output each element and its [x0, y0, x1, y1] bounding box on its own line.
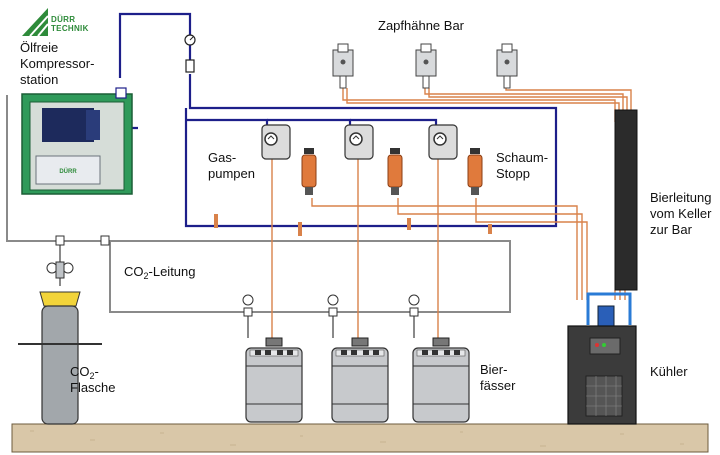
keg-co2-gauge-3	[408, 294, 420, 317]
tap-3	[496, 43, 518, 89]
kegs	[242, 294, 470, 423]
label-co2-bottle-suffix: - Flasche	[70, 364, 116, 395]
beer-line-tap-3	[505, 88, 632, 122]
air-line-top	[118, 12, 192, 78]
cooler-indicator-red	[595, 343, 599, 347]
keg-coupler	[265, 337, 283, 347]
foam-stop-1	[301, 148, 317, 195]
brand-line-1: DÜRR	[51, 15, 76, 24]
label-foam-stop: Schaum- Stopp	[496, 150, 549, 181]
cooler	[567, 292, 637, 425]
beer-line-pump-1	[311, 198, 578, 300]
co2-pressure-regulator	[46, 261, 74, 279]
beer-line-tap-2b	[428, 88, 628, 122]
co2-valves	[55, 235, 110, 246]
beer-line-tap-1a	[342, 88, 616, 122]
compressor-motor	[42, 108, 94, 142]
beer-line-tap-2a	[424, 88, 624, 122]
label-co2-line: CO2-Leitung	[124, 264, 196, 281]
gas-pump-2	[344, 124, 374, 160]
beer-line-pump-3	[475, 198, 588, 300]
label-co2-bottle-prefix: CO	[70, 364, 90, 379]
keg-co2-gauge-2	[327, 294, 339, 317]
label-co2-line-suffix: -Leitung	[148, 264, 196, 279]
cooler-link	[586, 292, 632, 325]
beer-line-markers	[214, 214, 492, 236]
brand-line-2: TECHNIK	[51, 24, 89, 33]
tap-2	[415, 43, 437, 89]
compressor-badge: DÜRR	[59, 168, 77, 175]
beer-line-duct	[614, 109, 638, 291]
beer-line-pump-2	[397, 198, 583, 300]
label-beer-line: Bierleitung vom Keller zur Bar	[650, 190, 712, 237]
air-feed-pump-1	[186, 118, 269, 140]
tap-1	[332, 43, 354, 89]
floor	[11, 423, 709, 453]
co2-cylinder	[41, 305, 79, 425]
label-co2-line-sub: 2	[143, 271, 149, 281]
keg-1	[245, 337, 303, 423]
duerr-technik-logo	[22, 8, 49, 37]
air-lines	[116, 12, 558, 228]
foam-stop-2	[387, 148, 403, 195]
co2-bottle	[18, 261, 102, 425]
compressor-outlet-valve	[115, 87, 127, 99]
label-cooler: Kühler	[650, 364, 688, 379]
keg-3	[412, 337, 470, 423]
label-barrels: Bier- fässer	[480, 362, 516, 393]
gas-pump-1	[261, 124, 291, 160]
air-line-pump-loop	[184, 74, 558, 228]
label-co2-bottle-sub: 2	[89, 371, 95, 381]
keg-coupler	[432, 337, 450, 347]
label-co2-bottle: CO2- Flasche	[70, 364, 116, 396]
air-regulator	[185, 59, 195, 73]
beer-line-tap-1b	[346, 88, 620, 122]
cooler-indicator-green	[602, 343, 606, 347]
label-compressor-station: Ölfreie Kompressor- station	[20, 40, 95, 87]
keg-2	[331, 337, 389, 423]
gas-pump-3	[428, 124, 458, 160]
keg-co2-gauge-1	[242, 294, 254, 317]
keg-coupler	[351, 337, 369, 347]
co2-line-loop	[60, 240, 511, 313]
label-co2-line-prefix: CO	[124, 264, 144, 279]
label-taps: Zapfhähne Bar	[378, 18, 465, 33]
floor-texture	[30, 430, 684, 447]
co2-valve-guard	[39, 291, 81, 307]
label-gas-pumps: Gas- pumpen	[208, 150, 255, 181]
air-pressure-gauge	[184, 34, 196, 73]
foam-stop-3	[467, 148, 483, 195]
compressor-station: DÜRR	[21, 87, 133, 195]
